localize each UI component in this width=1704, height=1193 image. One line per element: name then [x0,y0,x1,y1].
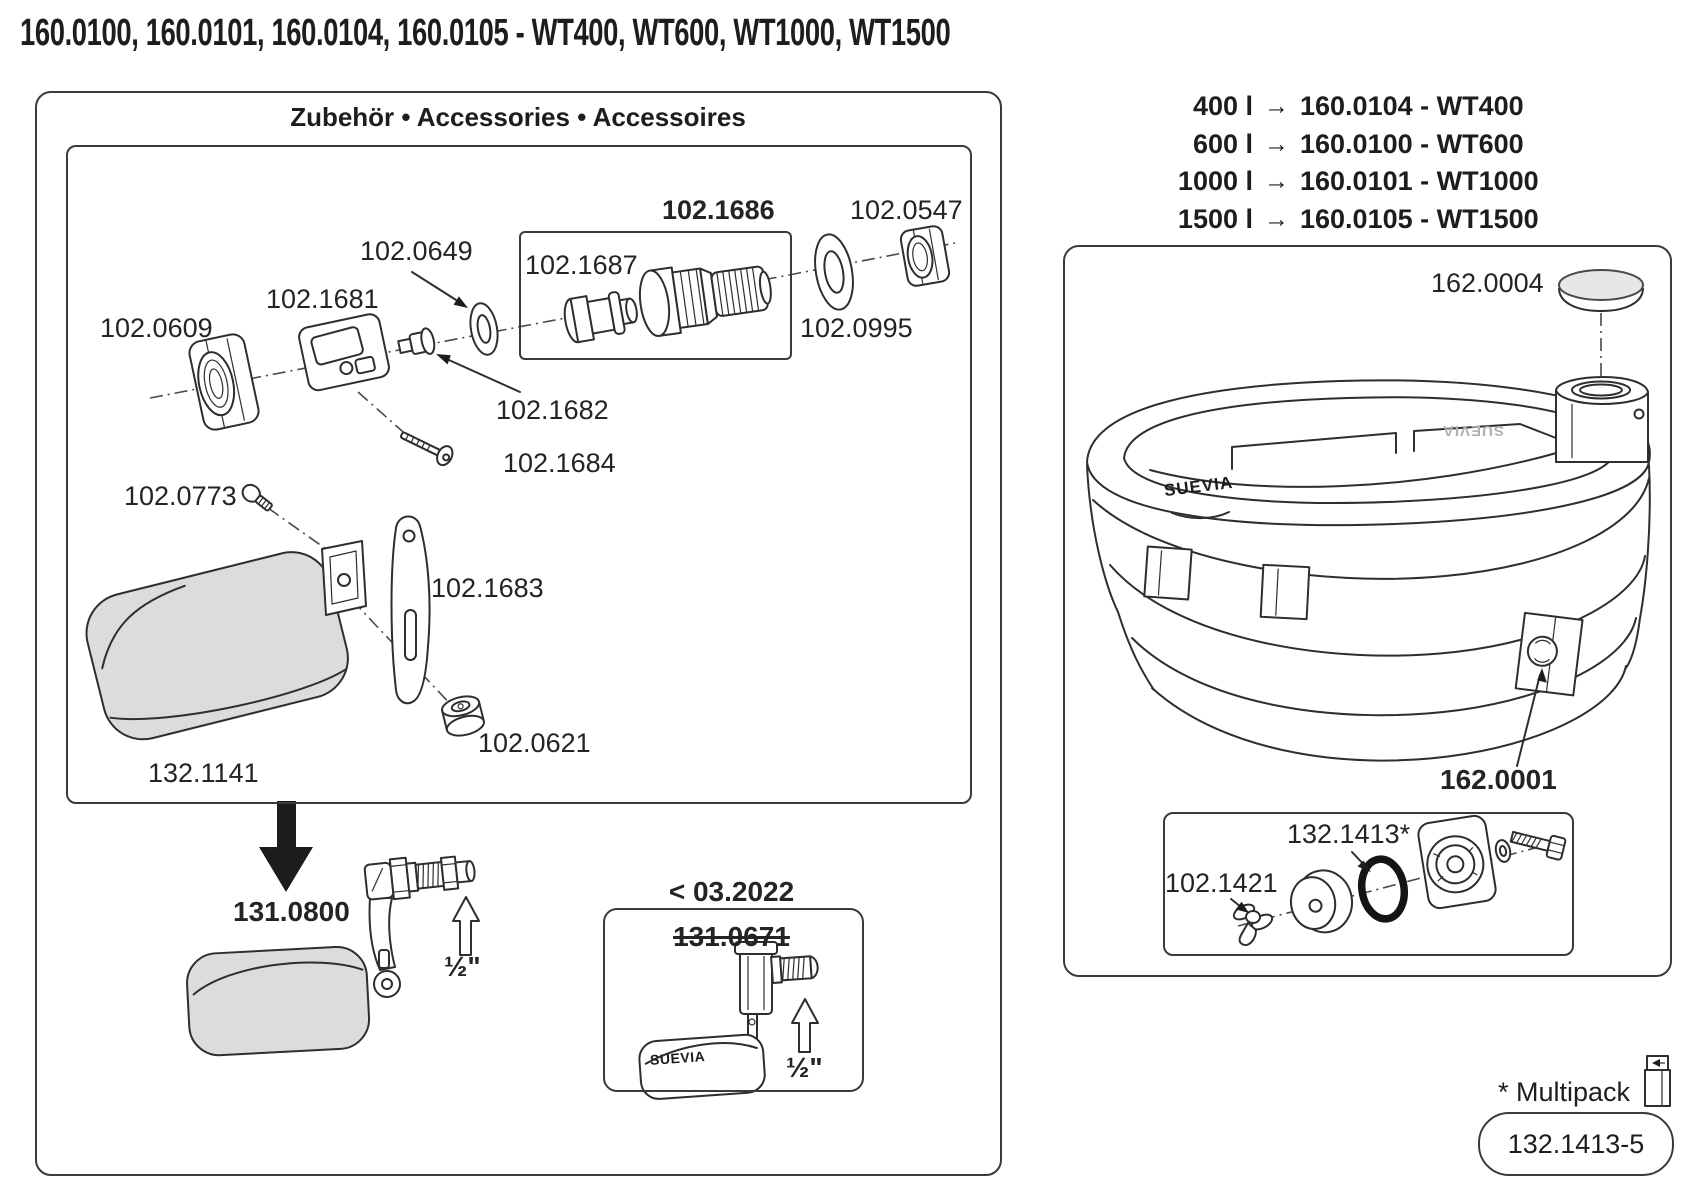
drain-plate-drawing [1417,814,1497,910]
model-capacity: 400 l [1192,91,1253,122]
part-label-102-0995: 102.0995 [800,313,913,343]
part-label-102-0547: 102.0547 [850,195,963,225]
part-label-102-0773: 102.0773 [124,481,237,511]
down-arrow [259,801,313,892]
part-label-131-0800: 131.0800 [233,896,350,927]
nut-102-0621-drawing [441,695,485,737]
oring-132-1413-drawing [1357,855,1409,923]
size-label-half-inch-1: ½" [444,951,481,982]
drain-kit-drawing [1230,814,1567,946]
part-label-102-1687: 102.1687 [525,250,638,280]
part-label-102-0609: 102.0609 [100,313,213,343]
lid-cap-drawing [1558,269,1644,312]
trough-panel [1063,245,1672,977]
float-valve-131-0800-drawing [186,855,480,1057]
model-row: 1000 l → 160.0101 - WT1000 [1085,163,1565,201]
washer-drawing [1494,839,1512,863]
inlet-assembly-drawing [149,225,956,467]
mounting-plate-drawing [321,540,367,616]
connector-102-1686-drawing [638,265,772,337]
model-code: 160.0101 - WT1000 [1300,166,1539,197]
obsolete-date-label: < 03.2022 [668,876,795,907]
screw-102-1684-drawing [399,431,454,467]
part-label-102-0621: 102.0621 [478,728,591,758]
part-label-102-1686: 102.1686 [662,195,775,225]
arrow-right-icon: → [1264,92,1289,121]
nut-102-0609-drawing [188,333,260,431]
model-list: 400 l → 160.0104 - WT400 600 l → 160.010… [1085,88,1565,238]
nozzle-102-1682-drawing [397,327,436,355]
model-capacity: 1500 l [1177,203,1253,234]
part-label-102-1681: 102.1681 [266,284,379,314]
trough-drawing [1086,269,1651,767]
multipack-label: * Multipack [1497,1077,1630,1107]
arrow-right-icon: → [1264,129,1289,158]
accessories-inner-box [66,145,972,804]
accessories-panel [35,91,1002,1176]
nut-102-0547-drawing [899,225,951,287]
float-132-1141-drawing [85,551,349,741]
model-row: 600 l → 160.0100 - WT600 [1085,126,1565,164]
part-label-102-1421: 102.1421 [1165,868,1278,898]
part-label-102-1683: 102.1683 [431,573,544,603]
half-inch-arrow [452,896,480,956]
rim-tabs [1143,545,1311,621]
size-label-half-inch-2: ½" [786,1052,823,1083]
obsolete-valve-box [603,908,864,1092]
part-label-131-0671: 131.0671 [673,921,790,952]
part-label-132-1413: 132.1413* [1287,819,1411,849]
part-label-102-1682: 102.1682 [496,395,609,425]
model-row: 400 l → 160.0104 - WT400 [1085,88,1565,126]
part-label-162-0004: 162.0004 [1431,268,1544,298]
model-capacity: 1000 l [1177,166,1253,197]
accessories-header: Zubehör • Accessories • Accessoires [290,102,746,132]
part-label-102-1684: 102.1684 [503,448,616,478]
float-assembly-drawing [85,483,485,741]
bracket-102-1683-drawing [390,515,431,705]
bolt-drawing [1509,830,1567,861]
coupling-102-1687-drawing [563,291,638,344]
suevia-logo-back-mirrored: SUEVIA [1442,422,1504,439]
half-inch-arrow [791,998,819,1053]
drain-plug-drawing [1514,611,1584,697]
float-valve-131-0671-drawing [638,941,819,1100]
valve-body-102-1681-drawing [298,313,390,392]
multipack-icon [1644,1055,1671,1107]
model-capacity: 600 l [1192,128,1253,159]
valve-housing-drawing [1555,376,1649,463]
model-code: 160.0100 - WT600 [1300,128,1524,159]
model-code: 160.0104 - WT400 [1300,91,1524,122]
arrow-right-icon: → [1264,167,1289,196]
part-label-102-0649: 102.0649 [360,236,473,266]
model-row: 1500 l → 160.0105 - WT1500 [1085,201,1565,239]
screw-102-0773-drawing [241,483,273,512]
part-group-box-102-1686 [519,231,792,360]
drain-kit-box [1163,812,1574,956]
washer-102-0649-drawing [469,302,499,356]
part-label-132-1141: 132.1141 [148,758,259,788]
model-code: 160.0105 - WT1500 [1300,203,1539,234]
arrow-right-icon: → [1264,204,1289,233]
multipack-code-badge: 132.1413-5 [1478,1112,1674,1176]
page-title: 160.0100, 160.0101, 160.0104, 160.0105 -… [20,12,951,54]
drain-disc-drawing [1289,869,1354,934]
washer-102-0995-drawing [814,233,854,311]
part-label-162-0001: 162.0001 [1440,764,1557,795]
